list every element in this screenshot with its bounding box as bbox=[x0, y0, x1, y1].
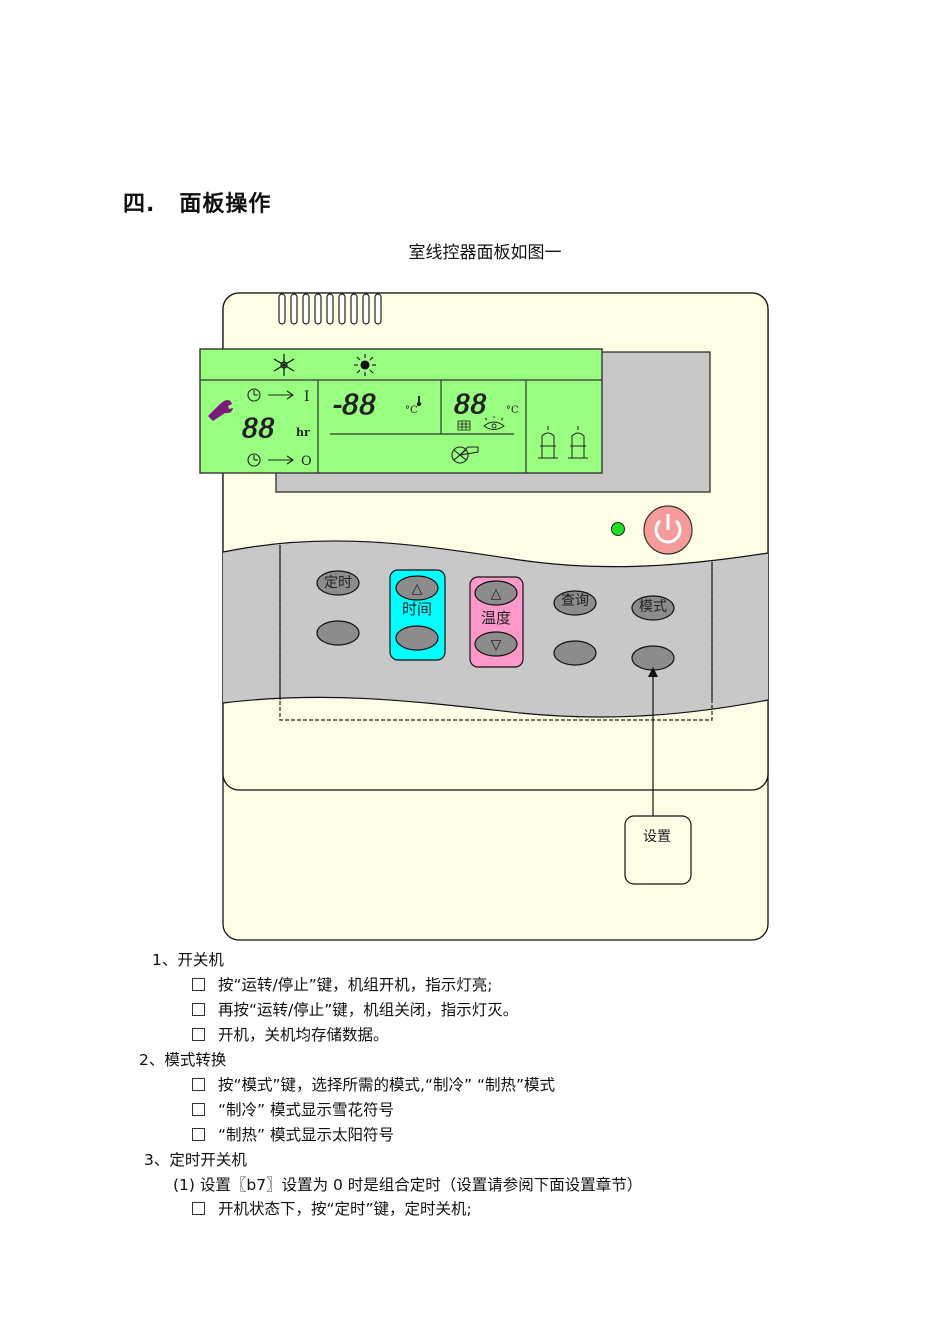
clock-icon bbox=[247, 388, 261, 402]
checkbox-icon bbox=[192, 1128, 205, 1141]
section-1-heading: 1、开关机 bbox=[152, 951, 224, 969]
hour-unit: hr bbox=[296, 426, 310, 439]
power-led bbox=[611, 522, 625, 536]
timer-digits: 88 bbox=[242, 414, 275, 444]
thermometer-icon bbox=[416, 396, 422, 407]
temp-down-button[interactable] bbox=[474, 631, 518, 657]
section-2-heading: 2、模式转换 bbox=[139, 1051, 227, 1069]
mode-label-button[interactable] bbox=[631, 595, 675, 621]
sun-icon bbox=[354, 354, 376, 376]
callout-box bbox=[624, 815, 692, 885]
fan-icon bbox=[451, 446, 479, 464]
room-temp-unit: °C bbox=[506, 405, 519, 416]
power-button[interactable] bbox=[643, 505, 693, 555]
section-3-heading: 3、定时开关机 bbox=[144, 1151, 247, 1169]
list-item: “制热” 模式显示太阳符号 bbox=[192, 1123, 394, 1148]
snowflake-icon bbox=[273, 354, 295, 376]
checkbox-icon bbox=[192, 1003, 205, 1016]
section-heading: 四. 面板操作 bbox=[123, 186, 271, 218]
time-down-button[interactable] bbox=[395, 625, 439, 651]
section-title: 面板操作 bbox=[179, 192, 272, 217]
query-label: 查询 bbox=[561, 593, 589, 609]
checkbox-icon bbox=[192, 1202, 205, 1215]
timer-on-mark: I bbox=[304, 389, 310, 405]
list-item: 按“运转/停止”键，机组开机，指示灯亮; bbox=[192, 973, 493, 998]
temperature-label: 温度 bbox=[481, 609, 511, 627]
heater-icon bbox=[457, 420, 471, 431]
section-3-subheading: (1) 设置〖b7〗设置为 0 时是组合定时（设置请参阅下面设置章节） bbox=[173, 1176, 643, 1194]
section-number: 四. bbox=[123, 192, 156, 217]
mode-label: 模式 bbox=[639, 599, 667, 615]
eye-icon bbox=[483, 416, 505, 430]
checkbox-icon bbox=[192, 978, 205, 991]
vent-slots bbox=[278, 293, 382, 325]
checkbox-icon bbox=[192, 1028, 205, 1041]
clock-icon bbox=[247, 453, 261, 467]
valve-icon bbox=[538, 426, 588, 459]
figure-caption: 室线控器面板如图一 bbox=[408, 243, 562, 263]
timer-label-button[interactable] bbox=[316, 570, 360, 596]
mode-button[interactable] bbox=[631, 645, 675, 671]
lcd-screen: I 88 hr O -88 °C 88 °C bbox=[199, 348, 603, 474]
temp-up-button[interactable] bbox=[474, 580, 518, 606]
callout-label: 设置 bbox=[643, 829, 671, 845]
checkbox-icon bbox=[192, 1078, 205, 1091]
timer-off-row bbox=[247, 453, 294, 467]
query-label-button[interactable] bbox=[553, 590, 597, 616]
timer-off-mark: O bbox=[301, 454, 312, 469]
list-item: 开机，关机均存储数据。 bbox=[192, 1023, 389, 1048]
time-up-button[interactable] bbox=[395, 575, 439, 601]
timer-label: 定时 bbox=[324, 575, 352, 591]
checkbox-icon bbox=[192, 1103, 205, 1116]
list-item: “制冷” 模式显示雪花符号 bbox=[192, 1098, 394, 1123]
wrench-icon bbox=[208, 400, 233, 421]
setpoint-unit: °C bbox=[405, 405, 418, 416]
up-arrow-icon: △ bbox=[412, 581, 423, 597]
up-arrow-icon: △ bbox=[491, 586, 502, 602]
list-item: 按“模式”键，选择所需的模式,“制冷” “制热”模式 bbox=[192, 1073, 555, 1098]
timer-on-row bbox=[247, 388, 294, 402]
list-item: 再按“运转/停止”键，机组关闭，指示灯灭。 bbox=[192, 998, 518, 1023]
list-item: 开机状态下，按“定时”键，定时关机; bbox=[192, 1197, 472, 1222]
down-arrow-icon: ▽ bbox=[491, 637, 502, 653]
query-button[interactable] bbox=[553, 640, 597, 666]
timer-button[interactable] bbox=[316, 620, 360, 646]
setpoint-digits: -88 bbox=[333, 390, 376, 421]
time-label: 时间 bbox=[402, 600, 432, 618]
room-temp-digits: 88 bbox=[454, 390, 487, 420]
